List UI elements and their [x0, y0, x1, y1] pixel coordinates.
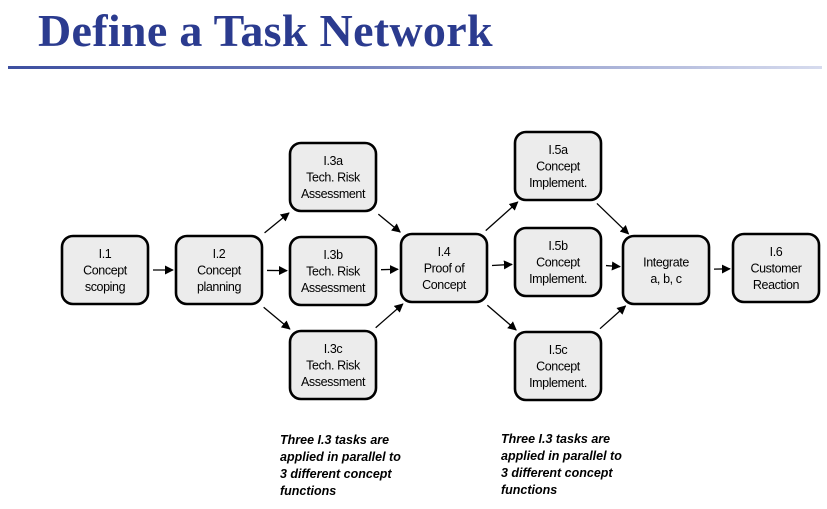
- task-label-line: Concept: [536, 360, 581, 374]
- arrow-n5b-to-nint: [605, 261, 621, 271]
- note-line: functions: [280, 484, 337, 498]
- task-label-line: I.2: [213, 247, 226, 261]
- task-box: [288, 141, 378, 213]
- note-line: applied in parallel to: [280, 450, 401, 464]
- arrow-n5c-to-nint: [599, 305, 627, 330]
- task-label-line: Concept: [422, 278, 467, 292]
- arrow-n2-to-n3a: [264, 212, 290, 234]
- arrow-n4-to-n5b: [491, 260, 513, 270]
- task-label-line: I.6: [770, 245, 783, 259]
- task-label-line: Concept: [536, 160, 581, 174]
- task-label-line: I.4: [438, 245, 451, 259]
- task-label-line: Assessment: [301, 187, 366, 201]
- task-box: [513, 130, 603, 202]
- arrow-n4-to-n5c: [486, 304, 517, 331]
- task-box: [60, 234, 150, 306]
- task-label-line: I.5a: [548, 143, 568, 157]
- task-label-line: Concept: [83, 264, 128, 278]
- task-label-line: Customer: [751, 262, 802, 276]
- task-label-line: planning: [197, 280, 242, 294]
- task-label-line: Concept: [536, 256, 581, 270]
- task-label-line: Implement.: [529, 272, 587, 286]
- task-label-line: Proof of: [424, 262, 466, 276]
- task-label-line: Assessment: [301, 281, 366, 295]
- edges-layer: [153, 201, 731, 331]
- nodes-layer: I.1ConceptscopingI.2ConceptplanningI.3aT…: [60, 130, 821, 402]
- arrow-n3c-to-n4: [375, 303, 404, 329]
- note-line: functions: [501, 483, 558, 497]
- note-right: Three I.3 tasks are applied in parallel …: [501, 431, 622, 499]
- arrow-n3a-to-n4: [377, 213, 401, 233]
- task-label-line: I.5c: [549, 343, 568, 357]
- arrow-n4-to-n5a: [485, 201, 519, 232]
- task-box: [513, 226, 603, 298]
- task-box: [288, 235, 378, 307]
- task-label-line: Reaction: [753, 278, 800, 292]
- task-label-line: Concept: [197, 264, 242, 278]
- arrow-n2-to-n3c: [263, 306, 291, 330]
- task-label-line: I.3c: [324, 342, 343, 356]
- task-label-line: Tech. Risk: [306, 265, 361, 279]
- note-line: applied in parallel to: [501, 449, 622, 463]
- task-label-line: I.1: [99, 247, 112, 261]
- task-box: [621, 234, 711, 306]
- arrow-n5a-to-nint: [596, 203, 630, 235]
- task-label-line: Implement.: [529, 176, 587, 190]
- note-left: Three I.3 tasks are applied in parallel …: [280, 432, 401, 500]
- task-node-nint: Integrate a, b, c: [621, 234, 711, 306]
- task-label-line: scoping: [85, 280, 126, 294]
- note-line: Three I.3 tasks are: [501, 432, 611, 446]
- task-box: [731, 232, 821, 304]
- task-label-line: Assessment: [301, 375, 366, 389]
- task-box: [174, 234, 264, 306]
- title-divider: [8, 66, 822, 69]
- task-label-line: Tech. Risk: [306, 359, 361, 373]
- note-line: 3 different concept: [280, 467, 392, 481]
- task-label-line: Integrate: [643, 255, 689, 269]
- task-label-line: a, b, c: [650, 272, 681, 286]
- task-box: [288, 329, 378, 401]
- task-box: [399, 232, 489, 304]
- note-line: 3 different concept: [501, 466, 613, 480]
- note-line: Three I.3 tasks are: [280, 433, 390, 447]
- task-label-line: Tech. Risk: [306, 171, 361, 185]
- page-title: Define a Task Network: [38, 5, 493, 56]
- task-label-line: I.3b: [323, 248, 343, 262]
- task-label-line: I.3a: [323, 154, 343, 168]
- task-label-line: I.5b: [548, 239, 568, 253]
- task-box: [513, 330, 603, 402]
- task-label-line: Implement.: [529, 376, 587, 390]
